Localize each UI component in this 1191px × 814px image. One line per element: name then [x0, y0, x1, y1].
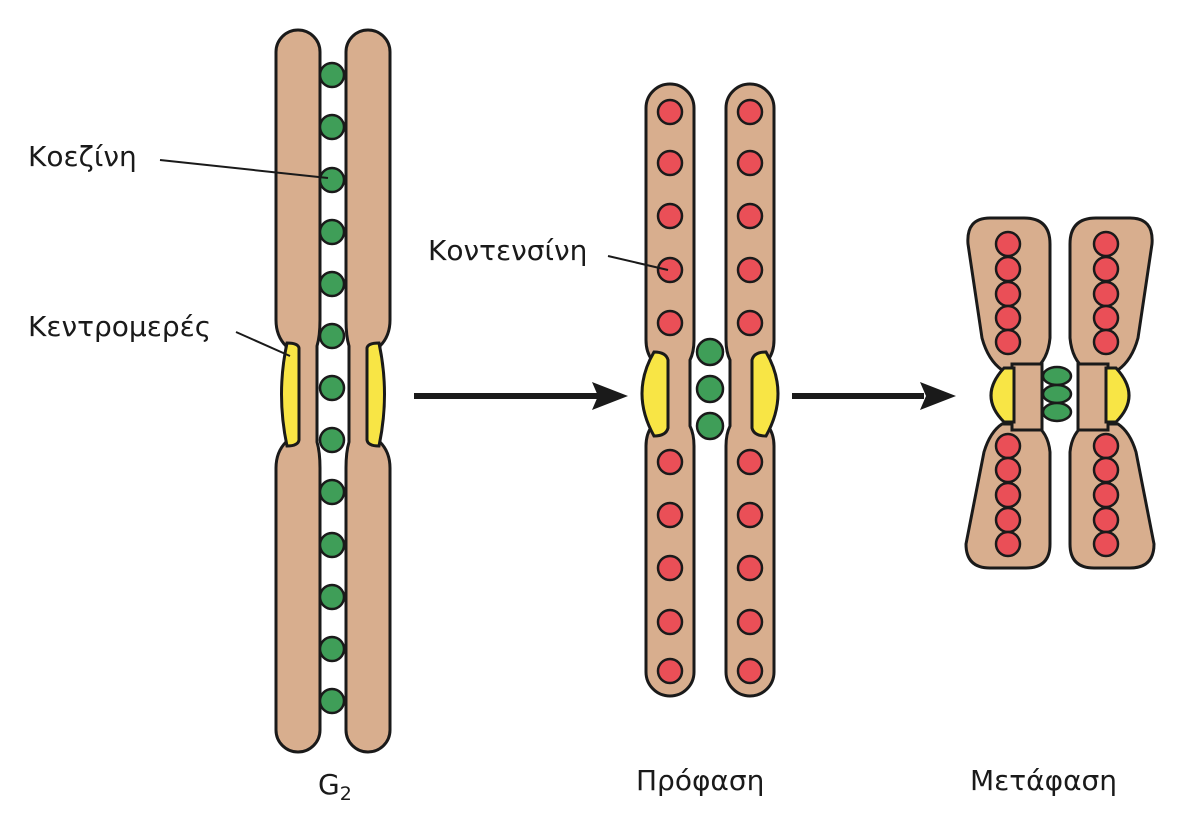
condensin-dot [1092, 432, 1120, 460]
condensin-dot [736, 501, 764, 529]
condensin-dot [994, 230, 1022, 258]
condensin-dot [1092, 456, 1120, 484]
cohesin-dot [695, 411, 725, 441]
condensin-dot [994, 456, 1022, 484]
metaphase-chromosome [964, 216, 1156, 570]
condensin-dot [736, 149, 764, 177]
prophase-cohesin-group [695, 337, 725, 441]
condensin-dot [994, 530, 1022, 558]
condensin-dot [1092, 280, 1120, 308]
cohesin-dot [318, 113, 346, 141]
centromere-leader-line [235, 331, 291, 357]
condensin-dot [656, 554, 684, 582]
cohesin-dot [1041, 365, 1073, 387]
arrow-g2-to-prophase [414, 382, 628, 410]
cohesin-dot [318, 687, 346, 715]
condensin-dot [1092, 304, 1120, 332]
prophase-right-chromatid [724, 82, 776, 698]
centromere-label: Κεντρομερές [28, 310, 211, 343]
cohesin-dot [318, 426, 346, 454]
condensin-dot [1092, 255, 1120, 283]
condensin-dot [656, 202, 684, 230]
condensin-dot [994, 280, 1022, 308]
condensin-dot [656, 149, 684, 177]
condensin-dot [1092, 530, 1120, 558]
g2-chromosome [274, 28, 392, 754]
g2-right-centromere [365, 341, 386, 448]
prophase-chromosome [640, 82, 780, 698]
condensin-dot [994, 506, 1022, 534]
condensin-dot [736, 98, 764, 126]
condensin-label: Κοντενσίνη [428, 234, 587, 267]
condensin-dot [656, 98, 684, 126]
cohesin-dot [318, 61, 346, 89]
prophase-condensin-group [656, 98, 764, 685]
cohesin-dot [1041, 401, 1073, 423]
condensin-dot [656, 657, 684, 685]
condensin-dot [994, 432, 1022, 460]
metaphase-right-neck [1076, 362, 1110, 432]
condensin-dot [1092, 481, 1120, 509]
condensin-dot [736, 309, 764, 337]
condensin-dot [736, 256, 764, 284]
metaphase-left-neck [1010, 362, 1044, 432]
prophase-left-centromere [640, 350, 670, 438]
metaphase-left-centromere [989, 366, 1016, 424]
condensin-dot [736, 448, 764, 476]
g2-left-centromere [280, 341, 301, 448]
cohesin-dot [318, 322, 346, 350]
cohesin-dot [318, 583, 346, 611]
condensin-dot [1092, 230, 1120, 258]
stage-label-prophase: Πρόφαση [636, 764, 764, 797]
stage-label-metaphase: Μετάφαση [970, 764, 1117, 797]
cohesin-leader-line [159, 159, 329, 179]
condensin-dot [1092, 328, 1120, 356]
metaphase-condensin-group [994, 230, 1120, 558]
cohesin-dot [318, 478, 346, 506]
cohesin-dot [695, 337, 725, 367]
condensin-dot [736, 202, 764, 230]
condensin-dot [1092, 506, 1120, 534]
condensin-dot [656, 448, 684, 476]
cohesin-dot [318, 270, 346, 298]
cohesin-dot [318, 218, 346, 246]
cohesin-label: Κοεζίνη [28, 140, 137, 173]
condensin-dot [994, 481, 1022, 509]
condensin-dot [994, 255, 1022, 283]
condensin-dot [736, 608, 764, 636]
condensin-dot [656, 309, 684, 337]
condensin-dot [736, 554, 764, 582]
arrow-prophase-to-metaphase [792, 382, 956, 410]
stage-label-g2: G2 [318, 768, 352, 805]
cohesin-dot [695, 374, 725, 404]
condensin-dot [656, 608, 684, 636]
condensin-leader-line [607, 255, 669, 271]
cohesin-dot [318, 531, 346, 559]
cohesin-dot [318, 166, 346, 194]
cohesin-dot [1041, 383, 1073, 405]
cohesin-dot [318, 374, 346, 402]
condensin-dot [994, 328, 1022, 356]
metaphase-right-centromere [1104, 366, 1131, 424]
prophase-right-centromere [750, 350, 780, 438]
condensin-dot [994, 304, 1022, 332]
condensin-dot [656, 501, 684, 529]
condensin-dot [656, 256, 684, 284]
metaphase-cohesin-group [1041, 365, 1073, 423]
cohesin-dot [318, 635, 346, 663]
g2-cohesin-group [318, 61, 346, 715]
condensin-dot [736, 657, 764, 685]
